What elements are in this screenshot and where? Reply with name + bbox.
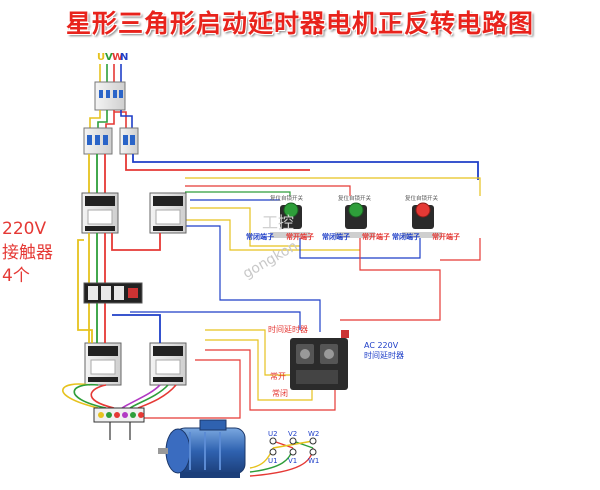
two-pole-breaker xyxy=(119,127,139,155)
phase-label-v: V xyxy=(105,52,113,63)
motor-feed-wires xyxy=(62,383,177,409)
contactor-count-label: 4个 xyxy=(2,266,30,286)
timer-nc-label: 常闭 xyxy=(272,389,288,398)
push-button-2: 复位自锁开关 常闭端子 常开端子 xyxy=(322,194,390,241)
timer-no-label: 常开 xyxy=(270,372,286,381)
contactor-name-label: 接触器 xyxy=(2,243,53,263)
terminal-label-v1: V1 xyxy=(288,457,297,465)
push-button-1-nc: 常闭端子 xyxy=(246,232,274,241)
push-button-1-no: 常开端子 xyxy=(286,232,314,241)
terminal-label-v2: V2 xyxy=(288,430,297,438)
terminal-block xyxy=(93,407,145,423)
push-button-3: 复位自锁开关 常闭端子 常开端子 xyxy=(392,194,460,241)
push-button-3-nc: 常闭端子 xyxy=(392,232,420,241)
phase-label-u: U xyxy=(97,52,105,63)
motor-terminal-points xyxy=(269,437,317,456)
push-button-3-title: 复位自锁开关 xyxy=(405,194,439,202)
page-title: 星形三角形启动延时器电机正反转电路图 xyxy=(65,9,534,38)
power-lines xyxy=(88,154,479,193)
contactor-voltage-label: 220V xyxy=(2,219,46,239)
phase-label-w: W xyxy=(112,52,123,63)
push-button-2-no: 常开端子 xyxy=(362,232,390,241)
motor-terminal-wires xyxy=(249,440,314,477)
control-wiring xyxy=(100,177,481,419)
phase-label-n: N xyxy=(120,52,128,63)
motor xyxy=(109,419,246,478)
timer-supply-label: AC 220V xyxy=(364,341,399,350)
incoming-wires xyxy=(99,64,122,82)
watermark-line2: gongkon xyxy=(240,238,300,282)
contactor-km1 xyxy=(81,192,119,234)
main-circuit-wires xyxy=(77,233,161,343)
breaker-branches xyxy=(89,110,133,128)
timer-relay xyxy=(290,330,349,390)
contactor-km3 xyxy=(84,342,122,386)
timer-top-label: 时间延时器 xyxy=(268,324,308,334)
three-pole-breaker xyxy=(83,127,113,155)
terminal-label-u2: U2 xyxy=(268,430,278,438)
push-button-1: 复位自锁开关 常闭端子 常开端子 xyxy=(246,194,314,241)
terminal-label-w2: W2 xyxy=(308,430,319,438)
push-button-3-no: 常开端子 xyxy=(432,232,460,241)
terminal-label-u1: U1 xyxy=(268,457,278,465)
push-button-1-title: 复位自锁开关 xyxy=(270,194,304,202)
contactor-km2 xyxy=(149,192,187,234)
timer-name-label: 时间延时器 xyxy=(364,350,404,360)
push-button-2-nc: 常闭端子 xyxy=(322,232,350,241)
contactor-km4 xyxy=(149,342,187,386)
main-breaker xyxy=(94,81,126,111)
overload-relay xyxy=(83,282,143,304)
watermark-line1: 工控 xyxy=(262,213,294,232)
terminal-label-w1: W1 xyxy=(308,457,319,465)
push-button-2-title: 复位自锁开关 xyxy=(338,194,372,202)
